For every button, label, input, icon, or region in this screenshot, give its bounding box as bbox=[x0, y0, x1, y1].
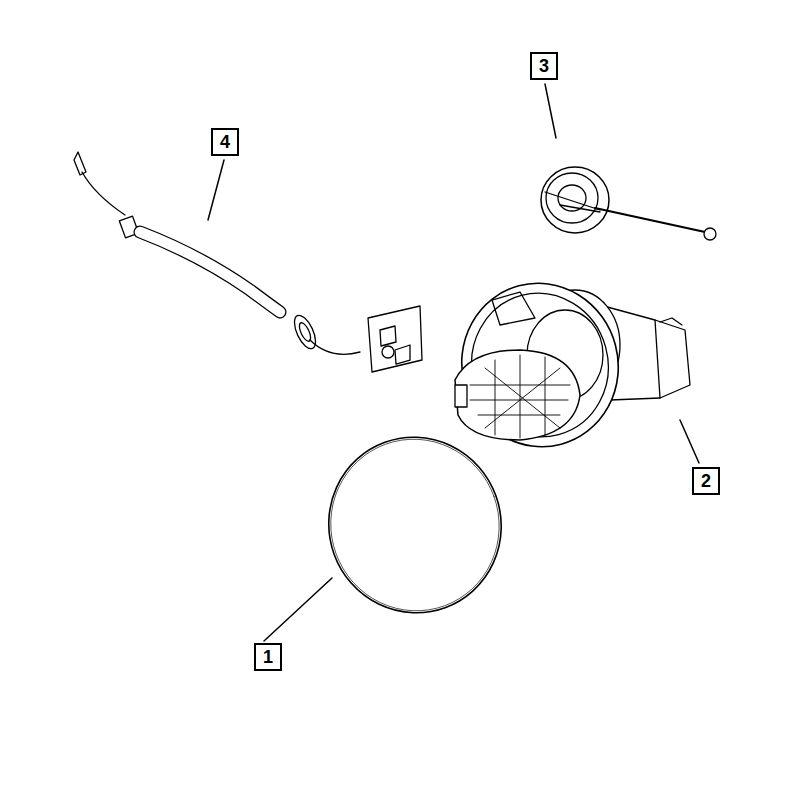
callout-number: 3 bbox=[530, 52, 558, 80]
callout-number: 1 bbox=[254, 643, 282, 671]
callout-number: 4 bbox=[211, 128, 239, 156]
callout-number: 2 bbox=[692, 467, 720, 495]
